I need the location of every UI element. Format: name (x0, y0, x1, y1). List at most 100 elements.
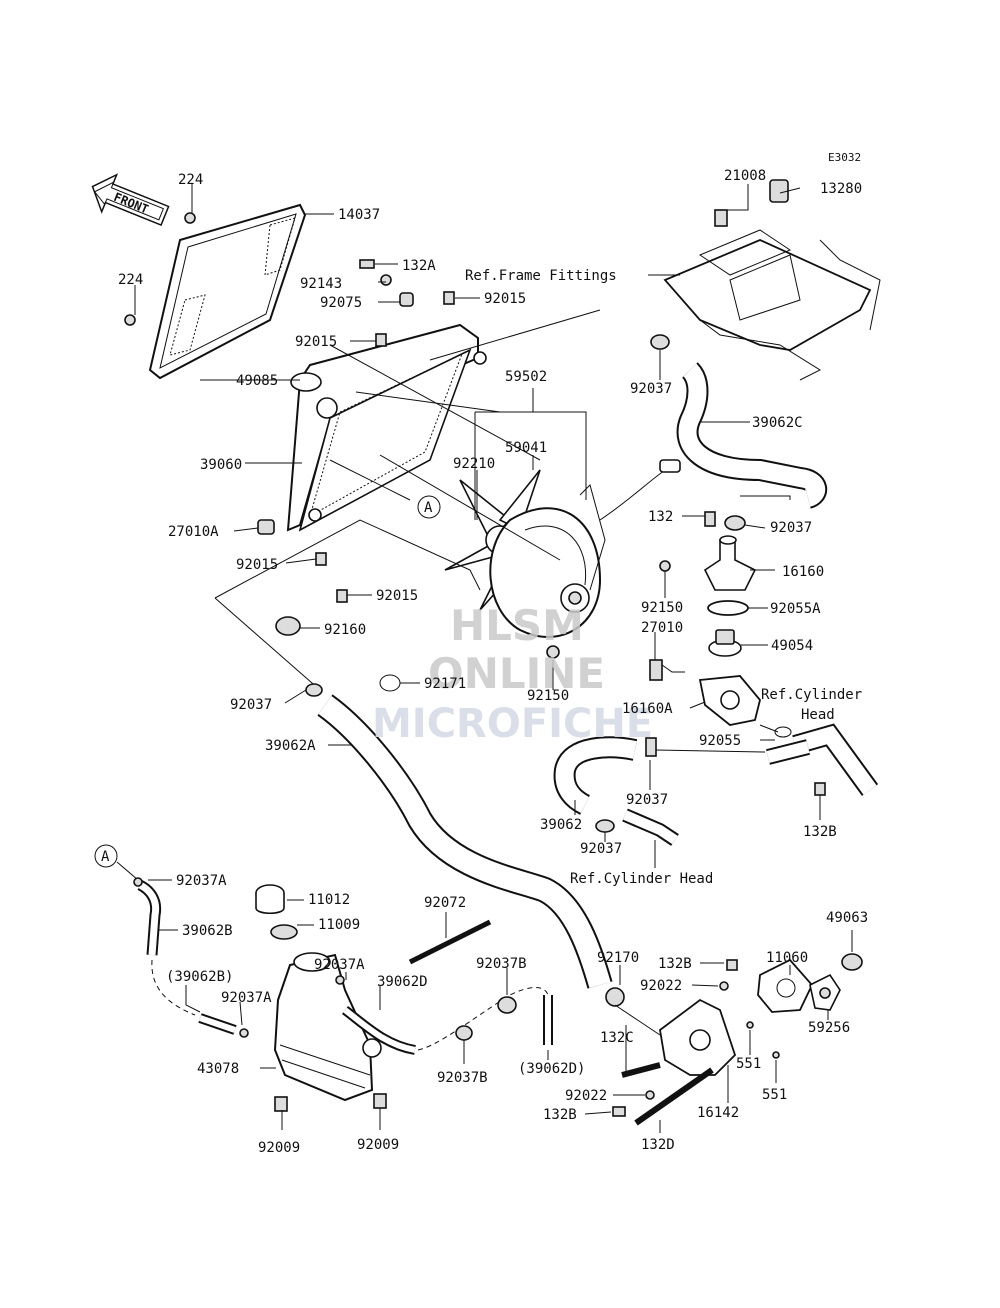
clamp-92170-part (605, 987, 625, 1007)
bolt-92009-a-part (274, 1096, 288, 1112)
clip-92015-b (375, 333, 387, 347)
pin-551-a-part (746, 1021, 754, 1029)
label-39060: 39060 (200, 457, 242, 473)
label-92072: 92072 (424, 895, 466, 911)
label-ref-cylinder-head-2: Ref.Cylinder Head (570, 871, 713, 887)
label-92055: 92055 (699, 733, 741, 749)
label-92210: 92210 (453, 456, 495, 472)
label-11009: 11009 (318, 917, 360, 933)
clip-92015-c (315, 552, 327, 566)
clip-92015-a (443, 291, 455, 305)
clamp-92171-part (379, 674, 401, 692)
label-16142: 16142 (697, 1105, 739, 1121)
callout-a-upper-letter: A (424, 500, 433, 516)
reservoir-tank-part (273, 952, 382, 1102)
bolt-92009-b-part (373, 1093, 387, 1109)
watermark-line1: HLSM (450, 601, 584, 650)
label-39062: 39062 (540, 817, 582, 833)
clamp-92037-d-part (645, 737, 657, 757)
label-92150-a: 92150 (641, 600, 683, 616)
label-49063: 49063 (826, 910, 868, 926)
clamp-92037-c-part (724, 515, 746, 531)
label-92037-b: 92037 (630, 381, 672, 397)
thermostat-49054-part (708, 629, 742, 657)
label-224-a: 224 (178, 172, 203, 188)
radiator-screen-part (148, 203, 307, 380)
water-pump-body-16142-part (614, 998, 737, 1076)
label-132C: 132C (600, 1030, 634, 1046)
label-92037B-a: 92037B (476, 956, 527, 972)
front-arrow-icon: FRONT (91, 173, 170, 227)
label-92022-b: 92022 (565, 1088, 607, 1104)
label-92009-a: 92009 (258, 1140, 300, 1156)
radiator-cap-part (290, 372, 322, 392)
label-39062A: 39062A (265, 738, 316, 754)
label-59256: 59256 (808, 1020, 850, 1036)
part-labels: 224 224 14037 132A 92143 92075 92015 920… (118, 168, 868, 1156)
thermostat-housing-16160A-part (698, 675, 761, 726)
label-92009-b: 92009 (357, 1137, 399, 1153)
label-224-b: 224 (118, 272, 143, 288)
label-16160A: 16160A (622, 701, 673, 717)
label-ref-cylinder-head-1b: Head (801, 707, 835, 723)
label-49054: 49054 (771, 638, 813, 654)
label-132A: 132A (402, 258, 436, 274)
band-92072-part (408, 919, 492, 965)
label-92037-a: 92037 (230, 697, 272, 713)
callout-a-lower-letter: A (101, 849, 110, 865)
label-ref-cylinder-head-1a: Ref.Cylinder (761, 687, 862, 703)
clamp-92037-b-part (650, 334, 670, 350)
label-92160: 92160 (324, 622, 366, 638)
hose-39062-part (555, 738, 637, 814)
label-92150-b: 92150 (527, 688, 569, 704)
label-92015-c: 92015 (236, 557, 278, 573)
label-92015-a: 92015 (484, 291, 526, 307)
label-ref-frame-fittings: Ref.Frame Fittings (465, 268, 617, 284)
callout-a-lower (94, 844, 118, 868)
label-39062C: 39062C (752, 415, 803, 431)
watermark: HLSM ONLINE MICROFICHE (372, 601, 653, 747)
clamp-92037A-c-part (239, 1028, 249, 1038)
label-92037-d: 92037 (626, 792, 668, 808)
label-132B-c: 132B (543, 1107, 577, 1123)
hose-39062B-ref-part (199, 1015, 236, 1033)
leader-lines (134, 184, 853, 1133)
grommet-92160-part (275, 616, 301, 636)
label-92170: 92170 (597, 950, 639, 966)
seal-11009-part (270, 924, 298, 940)
clamp-92037A-b-part (335, 975, 345, 985)
label-14037: 14037 (338, 207, 380, 223)
washer-92022-a-part (719, 981, 729, 991)
hose-39062C-part (678, 363, 826, 507)
label-16160: 16160 (782, 564, 824, 580)
bolt-92150-a (659, 560, 671, 572)
clamp-92037A-a-part (133, 877, 143, 887)
label-27010: 27010 (641, 620, 683, 636)
label-11060: 11060 (766, 950, 808, 966)
label-39062B-ref: (39062B) (166, 969, 233, 985)
label-92075: 92075 (320, 295, 362, 311)
label-92037A-c: 92037A (221, 990, 272, 1006)
label-11012: 11012 (308, 892, 350, 908)
bolt-132C-part (621, 1062, 661, 1078)
watermark-line2: ONLINE (428, 649, 605, 698)
label-59041: 59041 (505, 440, 547, 456)
clip-21008-part (714, 209, 728, 227)
oring-92055A-part (707, 600, 749, 616)
hose-39062D-part (343, 1007, 416, 1053)
diagram-code: E3032 (828, 151, 861, 164)
cap-11012-part (255, 884, 285, 915)
fan-motor-part (489, 459, 681, 638)
label-59502: 59502 (505, 369, 547, 385)
bolt-224-left (124, 314, 136, 326)
label-132: 132 (648, 509, 673, 525)
bolt-132B-b-part (726, 959, 738, 971)
collar-92143-part (380, 274, 392, 286)
bolt-132D-part (634, 1067, 714, 1126)
label-92015-b: 92015 (295, 334, 337, 350)
bolt-92150-b (546, 645, 560, 659)
thermostat-cover-16160-part (703, 535, 757, 591)
label-92055A: 92055A (770, 601, 821, 617)
